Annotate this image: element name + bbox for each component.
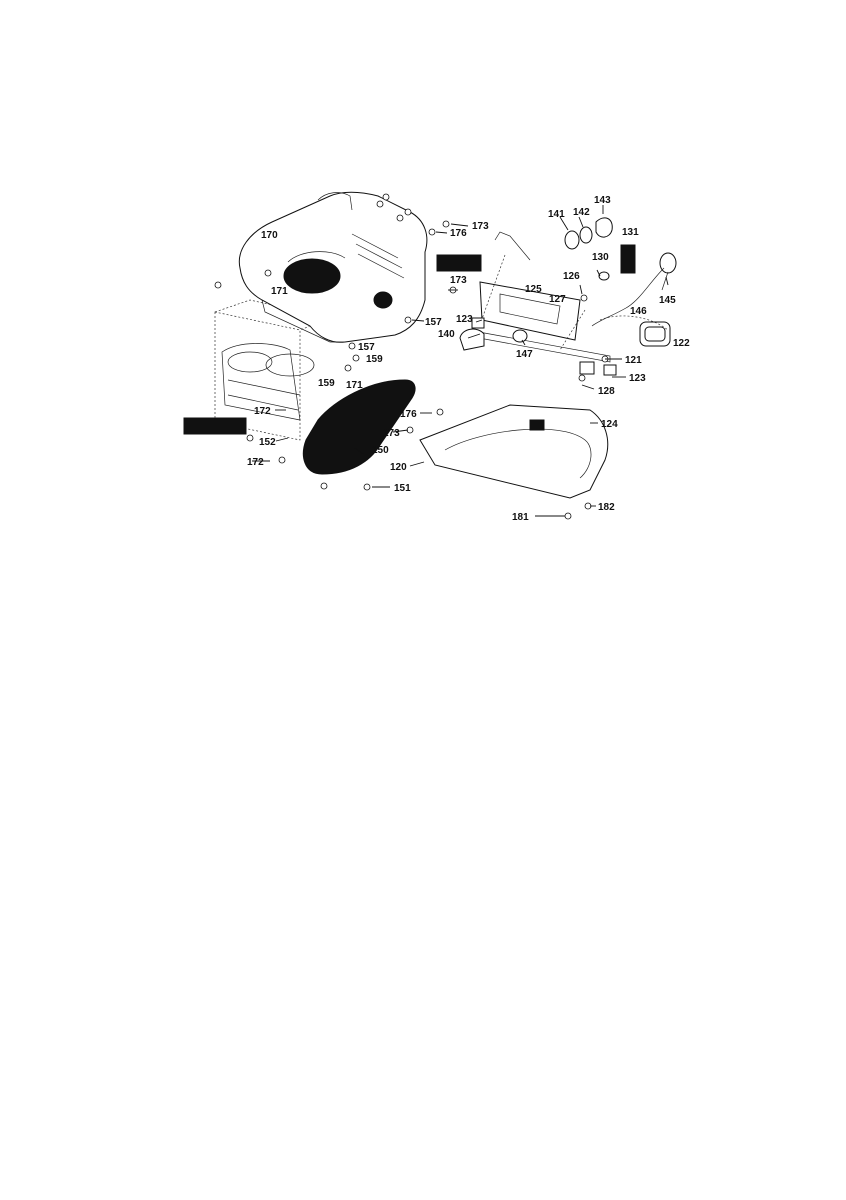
label-150: 150 [372,445,389,456]
black-label-plate-right [436,254,482,272]
label-124: 124 [601,419,618,430]
label-172-lower: 172 [247,457,264,468]
label-142: 142 [573,207,590,218]
shroud-air-intake [283,258,341,294]
label-157-right: 157 [425,317,442,328]
label-159-upper: 159 [366,354,383,365]
label-146: 146 [630,306,647,317]
label-173-mid: 173 [450,275,467,286]
mounting-bracket [436,254,611,363]
label-123-left: 123 [456,314,473,325]
label-172-upper: 172 [254,406,271,417]
label-157-left: 157 [358,342,375,353]
label-128: 128 [598,386,615,397]
label-123-right: 123 [629,373,646,384]
label-170: 170 [261,230,278,241]
handle-grip [620,244,636,274]
part-number-labels: 170 171 173 176 173 157 157 159 171 159 … [247,195,690,523]
label-125: 125 [525,284,542,295]
discharge-chute [419,404,609,499]
leader-lines [252,205,669,517]
label-122: 122 [673,338,690,349]
label-126: 126 [563,271,580,282]
label-181: 181 [512,512,529,523]
label-176-top: 176 [450,228,467,239]
label-131: 131 [622,227,639,238]
label-147: 147 [516,349,533,360]
belt-cover [302,379,416,475]
label-143: 143 [594,195,611,206]
label-182: 182 [598,502,615,513]
engine-shroud [238,191,428,343]
label-140: 140 [438,329,455,340]
label-152: 152 [259,437,276,448]
label-130: 130 [592,252,609,263]
label-145: 145 [659,295,676,306]
label-151: 151 [394,483,411,494]
label-159-lower: 159 [318,378,335,389]
hardware [214,193,609,520]
black-label-plate-left [183,417,247,435]
label-121: 121 [625,355,642,366]
label-173-bottom: 173 [383,428,400,439]
label-173-top: 173 [472,221,489,232]
label-171-top: 171 [271,286,288,297]
label-120: 120 [390,462,407,473]
label-141: 141 [548,209,565,220]
label-127: 127 [549,294,566,305]
label-171-bottom: 171 [346,380,363,391]
label-176-bottom: 176 [400,409,417,420]
